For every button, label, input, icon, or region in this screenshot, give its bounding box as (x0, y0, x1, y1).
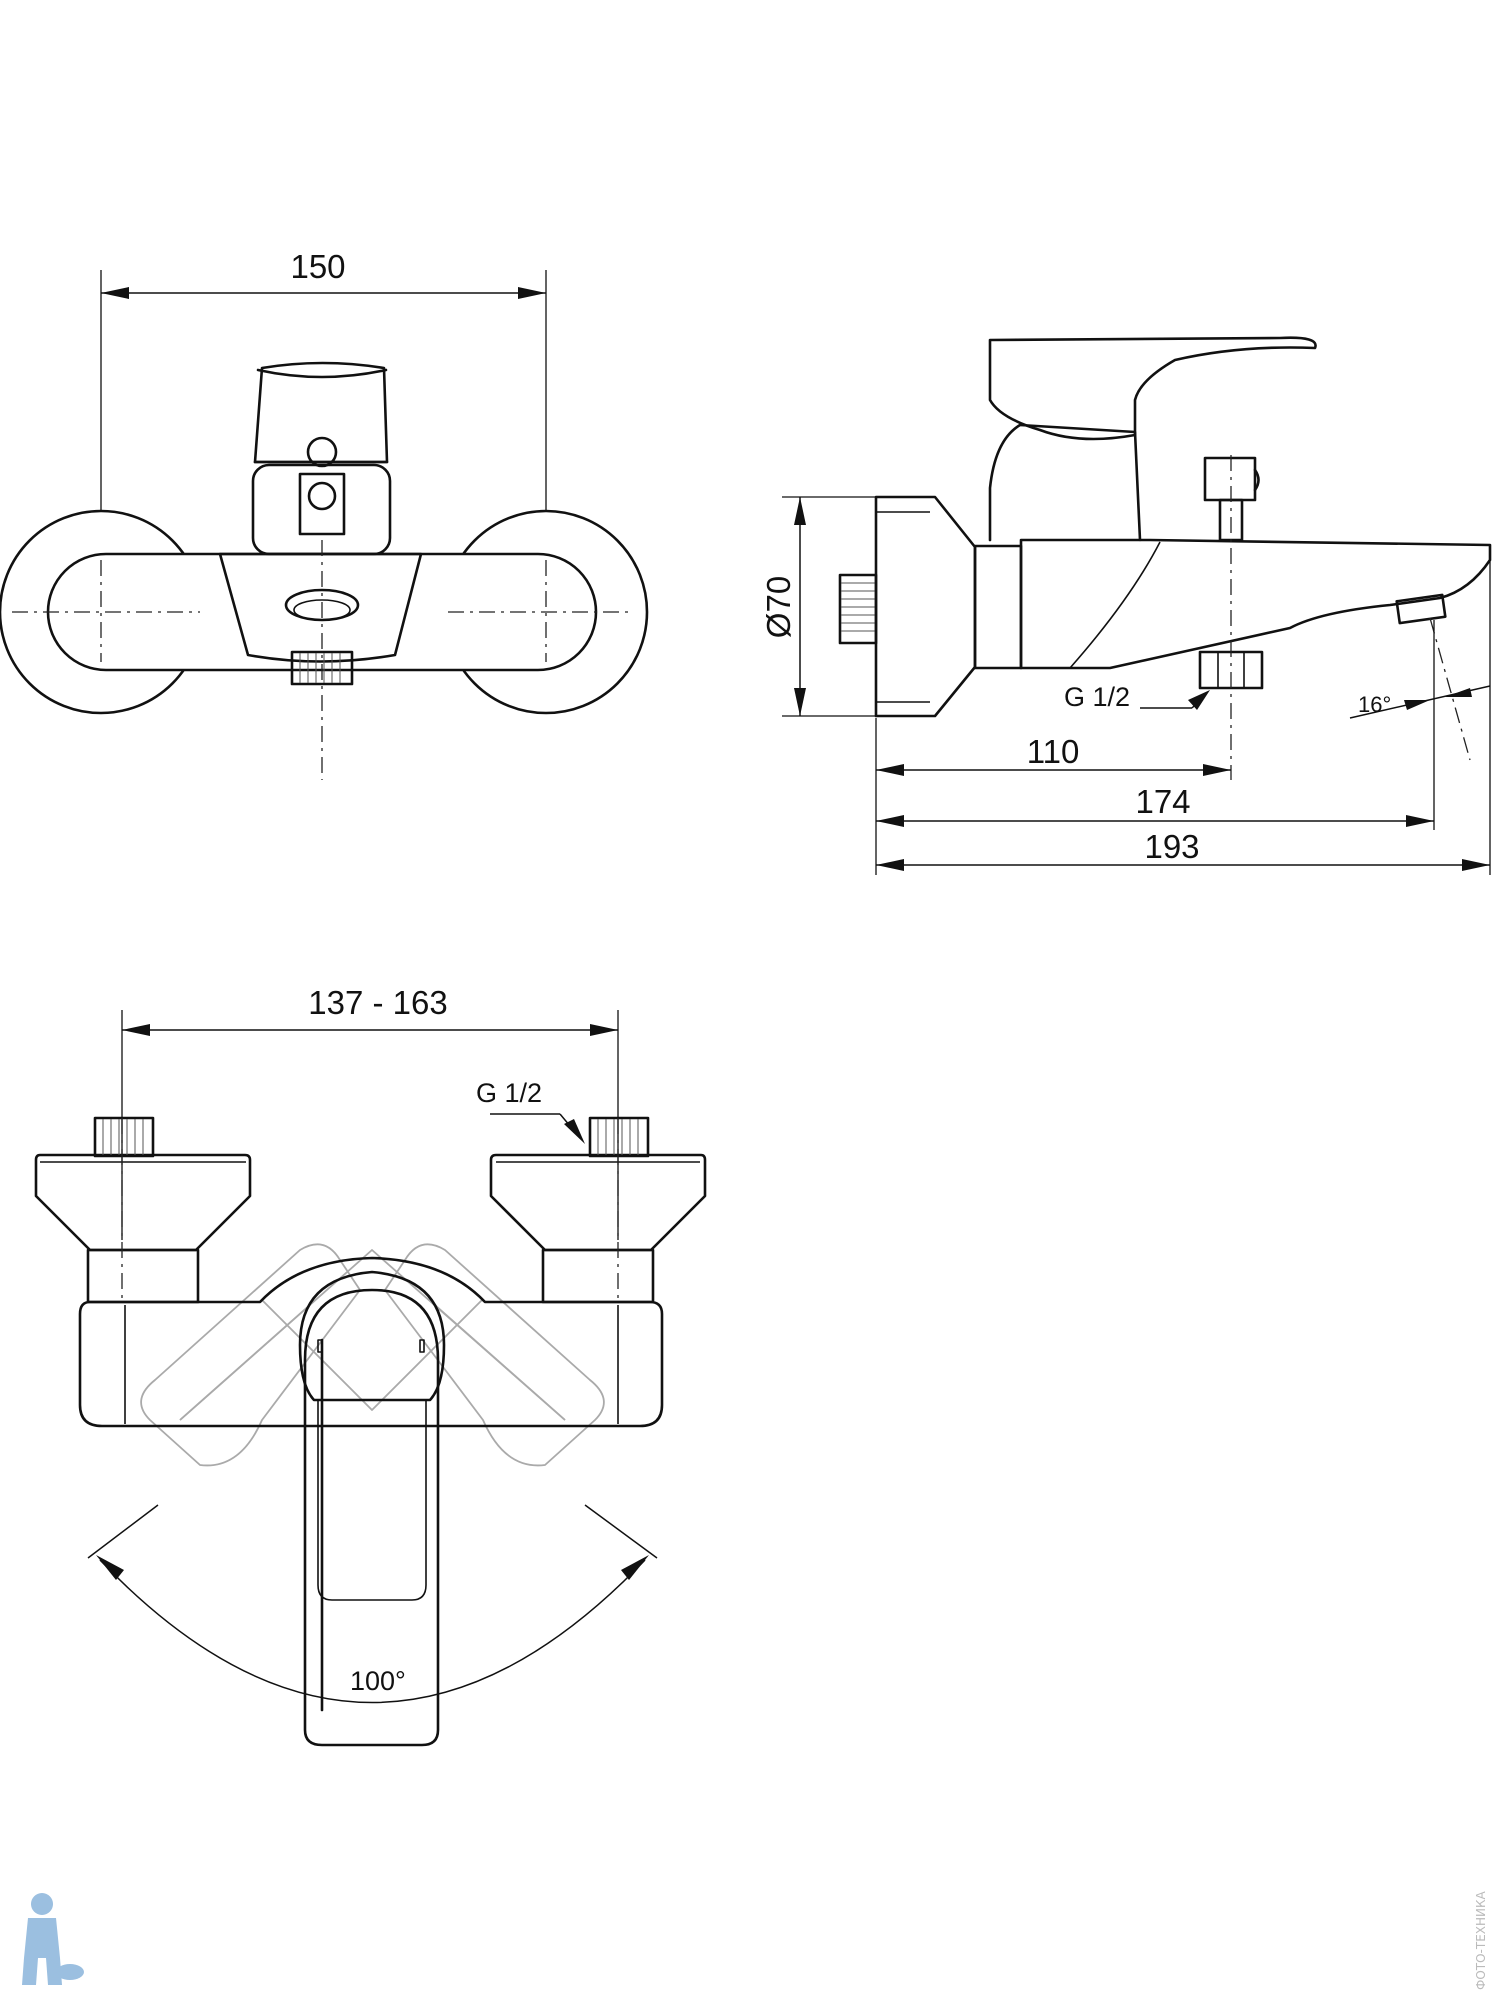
side-angle-16: 16° (1358, 692, 1391, 717)
bottom-dim-range: 137 - 163 (308, 984, 447, 1021)
ghost-lever-right (384, 1243, 605, 1467)
bottom-view: 137 - 163 G 1/2 (34, 984, 707, 1747)
side-body-spout (1019, 538, 1492, 670)
side-dim-diameter: Ø70 (760, 576, 797, 638)
side-lever (988, 336, 1317, 441)
bottom-angle-100: 100° (350, 1666, 406, 1696)
side-dim-193: 193 (1144, 828, 1199, 865)
side-view: Ø70 G 1 (760, 336, 1492, 875)
front-view: 150 (0, 248, 649, 780)
front-dim-150: 150 (290, 248, 345, 285)
side-thread-label: G 1/2 (1064, 682, 1130, 712)
watermark-text: ФОТО-ТЕХНИКА (1474, 1890, 1488, 1990)
ghost-lever-left (140, 1243, 361, 1467)
side-dim-174: 174 (1135, 783, 1190, 820)
side-dim-110: 110 (1027, 733, 1080, 770)
bottom-thread-label: G 1/2 (476, 1078, 542, 1108)
corner-logo (22, 1893, 84, 1985)
center-housing (218, 552, 423, 663)
bottom-body (78, 1256, 664, 1428)
bottom-lever (303, 1288, 440, 1747)
